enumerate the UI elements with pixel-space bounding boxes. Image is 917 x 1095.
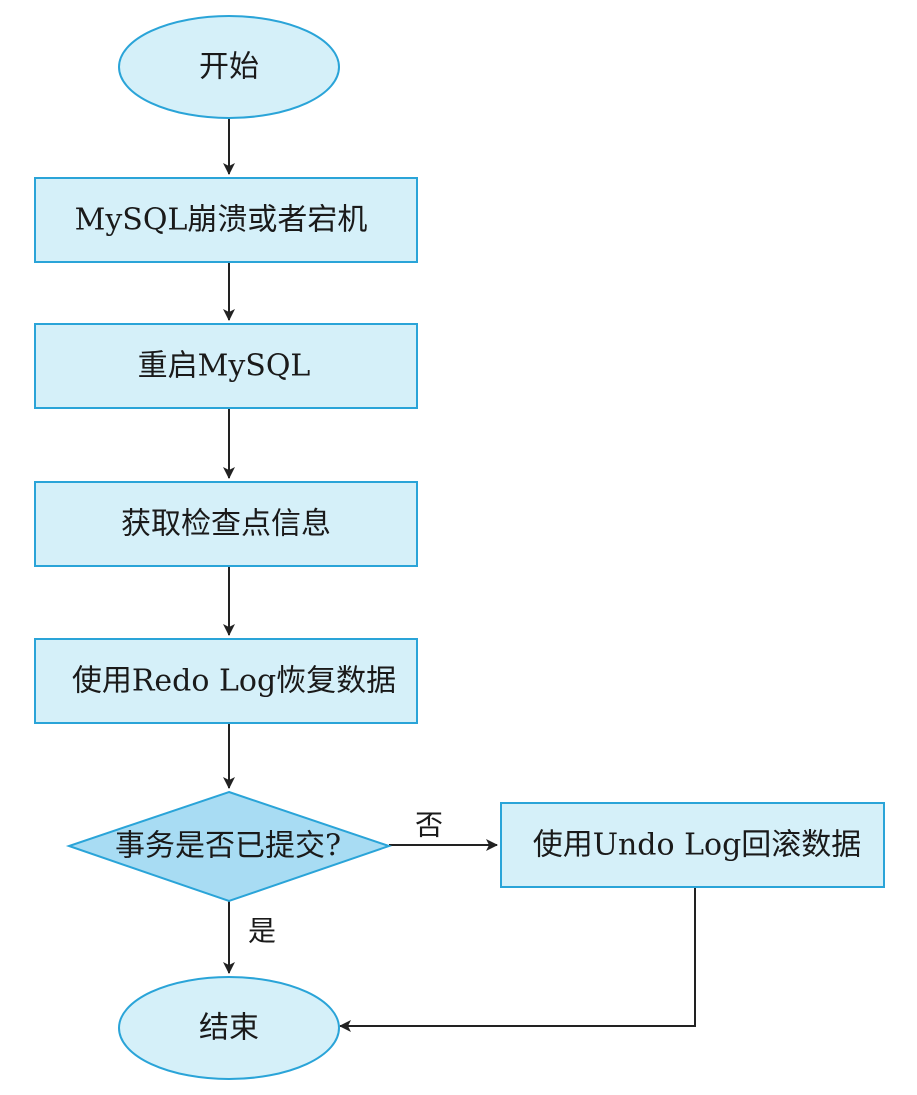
- edge-undo-to-end: [339, 888, 696, 1032]
- crash-label: MySQL崩溃或者宕机: [75, 203, 368, 238]
- start-node: 开始: [118, 15, 340, 119]
- checkpoint-node: 获取检查点信息: [34, 481, 418, 567]
- end-label: 结束: [199, 1011, 259, 1046]
- start-label: 开始: [199, 50, 259, 85]
- redo-node: 使用Redo Log恢复数据: [34, 638, 418, 724]
- crash-node: MySQL崩溃或者宕机: [34, 177, 418, 263]
- undo-node: 使用Undo Log回滚数据: [500, 802, 885, 888]
- connectors: [223, 118, 696, 1032]
- redo-box: [34, 638, 418, 724]
- decision-label: 事务是否已提交?: [115, 829, 341, 864]
- restart-node: 重启MySQL: [34, 323, 418, 409]
- end-node: 结束: [118, 976, 340, 1080]
- undo-label: 使用Undo Log回滚数据: [533, 828, 862, 863]
- decision-node: 事务是否已提交?: [65, 790, 393, 903]
- undo-box: [500, 802, 885, 888]
- end-ellipse: [118, 976, 340, 1080]
- restart-box: [34, 323, 418, 409]
- crash-box: [34, 177, 418, 263]
- checkpoint-label: 获取检查点信息: [121, 507, 331, 542]
- redo-label: 使用Redo Log恢复数据: [72, 664, 396, 699]
- start-ellipse: [118, 15, 340, 119]
- yes-branch-label: 是: [248, 915, 276, 948]
- checkpoint-box: [34, 481, 418, 567]
- decision-diamond: [65, 790, 393, 903]
- no-branch-label: 否: [415, 809, 443, 842]
- restart-label: 重启MySQL: [138, 349, 311, 384]
